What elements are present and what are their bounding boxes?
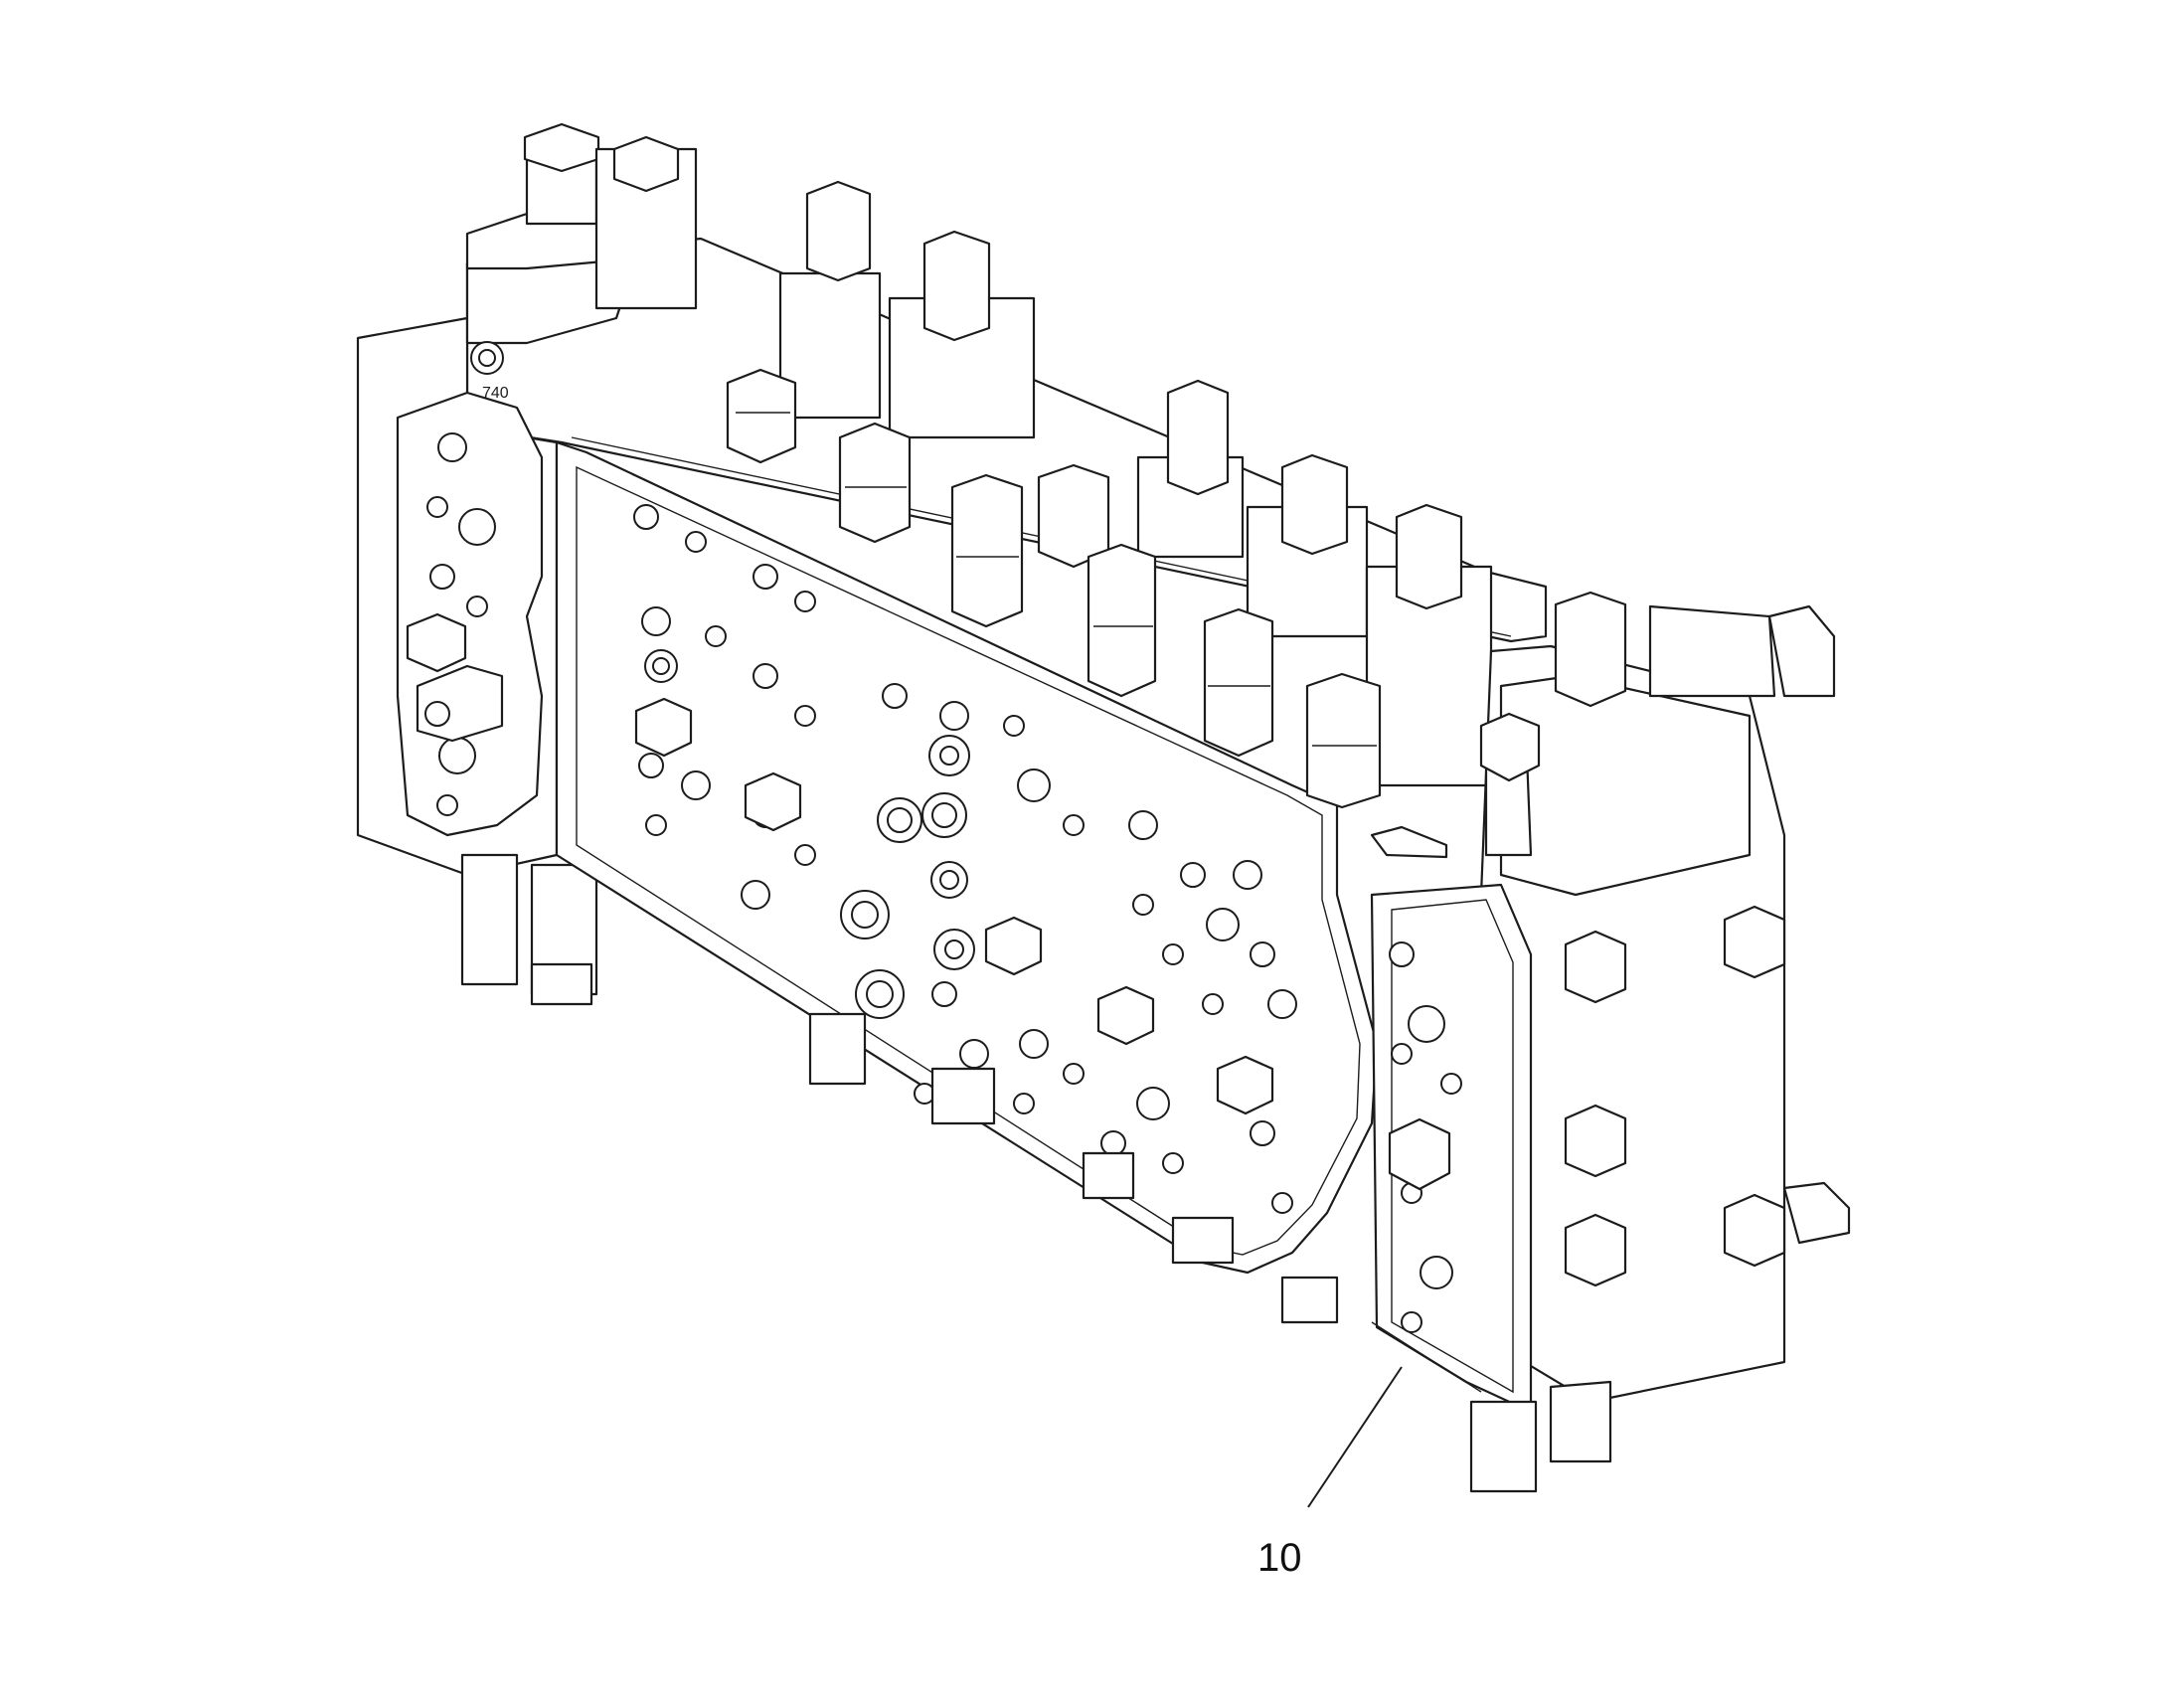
plug-caps [726, 368, 1382, 809]
right-end-section [1370, 591, 1851, 1493]
face-plate-bolts [634, 697, 1274, 1115]
underside-fittings [808, 1012, 1339, 1324]
callout-label: 10 [1257, 1536, 1302, 1580]
top-fittings: 740 [465, 122, 1493, 859]
face-plate-ports [644, 649, 975, 1019]
face-plate-holes [633, 504, 1297, 1214]
front-face-plate [555, 440, 1379, 1324]
stamp-label: 740 [482, 385, 509, 402]
callout-leader-line [1307, 1366, 1403, 1508]
callout-10: 10 [1257, 1366, 1403, 1580]
